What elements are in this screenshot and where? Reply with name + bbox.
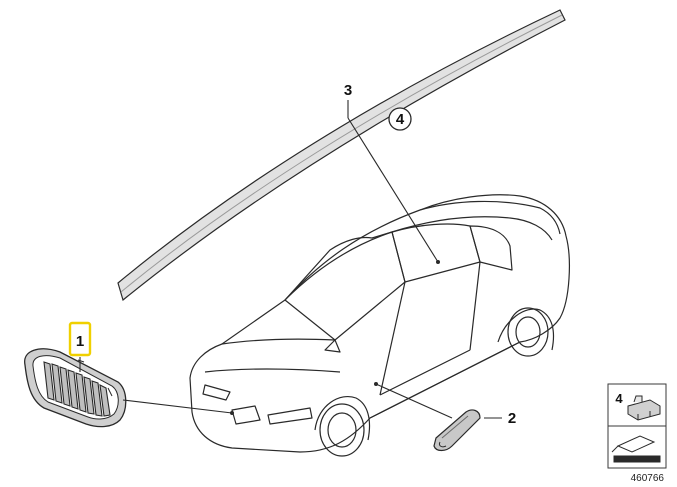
legend-part-4-label: 4 [615, 391, 623, 406]
callout-4-circle [388, 107, 412, 131]
callout-1-label[interactable]: 1 [76, 333, 84, 350]
clip-icon[interactable] [627, 395, 661, 421]
diagram-number: 460766 [631, 473, 665, 484]
adhesive-strip-icon [611, 435, 661, 463]
side-trim-piece[interactable] [433, 409, 481, 452]
callout-1-highlight-box [68, 321, 92, 357]
legend-box: 4 [607, 383, 667, 469]
leader-lines [79, 100, 502, 419]
callout-2-label[interactable]: 2 [508, 410, 516, 427]
leader-dots [230, 260, 440, 415]
callout-4-label: 4 [396, 111, 405, 128]
car-outline [189, 194, 570, 457]
callout-3-label[interactable]: 3 [344, 82, 352, 99]
callout-4-note[interactable]: 4 [388, 107, 412, 131]
roof-trim-strip[interactable] [117, 9, 566, 302]
kidney-grille[interactable] [24, 348, 127, 428]
